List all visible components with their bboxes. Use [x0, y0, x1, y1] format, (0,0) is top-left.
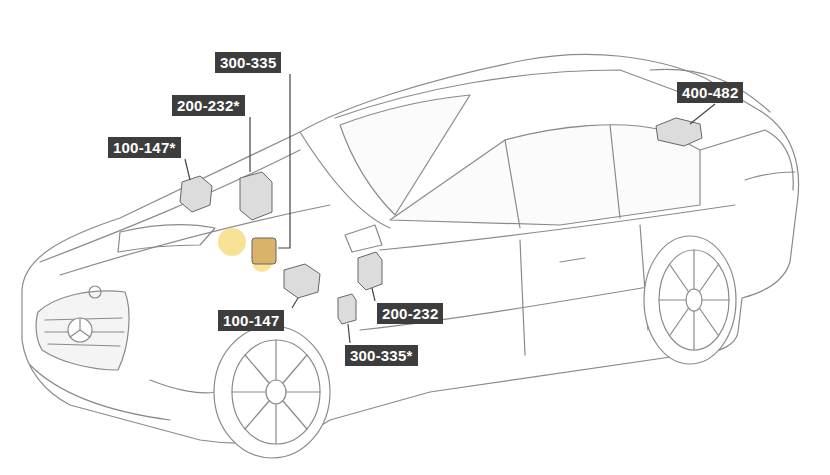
part-number-tag: 300-335: [215, 52, 281, 73]
part-number-tag: 300-335*: [345, 345, 418, 366]
part-number-tag: 400-482: [677, 82, 743, 103]
part-number-tag: 200-232*: [172, 95, 245, 116]
part-number-tag: 100-147*: [108, 137, 181, 158]
part-number-tag: 100-147: [218, 310, 284, 331]
part-number-tag: 200-232: [377, 303, 443, 324]
